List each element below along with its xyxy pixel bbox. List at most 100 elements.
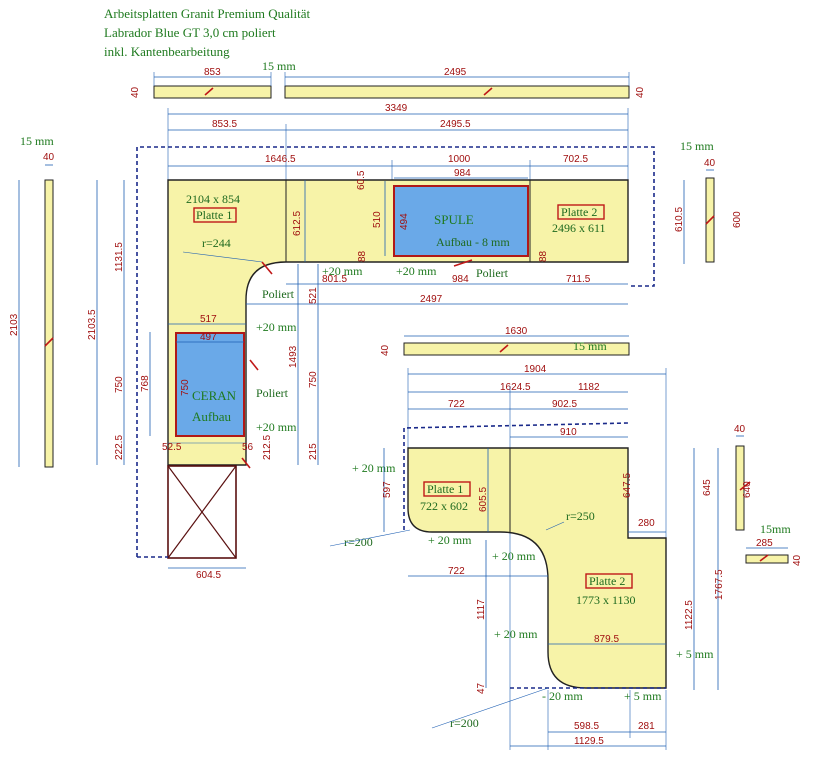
dim-40-left: 40	[43, 152, 55, 163]
dim-497: 497	[200, 332, 217, 343]
dim-604-5: 604.5	[196, 570, 221, 581]
dim-88-left: 88	[357, 250, 368, 262]
dim-215: 215	[308, 443, 319, 460]
plate-b2-size: 1773 x 1130	[576, 593, 636, 607]
label-r200-b: r=200	[450, 716, 479, 730]
dim-517: 517	[200, 314, 217, 325]
dim-1767-5: 1767.5	[714, 569, 725, 600]
ceran-cutout	[175, 332, 245, 437]
dim-612-5: 612.5	[292, 211, 303, 236]
dim-2103: 2103	[9, 313, 20, 336]
header-line-3: inkl. Kantenbearbeitung	[104, 44, 230, 59]
dim-722-top: 722	[448, 399, 465, 410]
edge-strip-right-1: 40 600	[704, 158, 743, 263]
dim-222-5: 222.5	[114, 435, 125, 460]
edge-strip-top-left: 853 40	[130, 67, 272, 99]
dim-879-5: 879.5	[594, 634, 619, 645]
plate-a2-tag	[557, 204, 605, 220]
dim-60-5: 60.5	[356, 170, 367, 190]
label-15mm-mid: 15 mm	[573, 339, 607, 353]
dim-40-right-1: 40	[704, 158, 716, 169]
plate-b1-tag	[423, 481, 471, 497]
label-plus5-b: + 5 mm	[624, 689, 662, 703]
label-plus20-a: +20 mm	[322, 264, 363, 278]
plate-b2-name: Platte 2	[589, 574, 625, 588]
dim-702-5: 702.5	[563, 154, 588, 165]
label-plus20-c: +20 mm	[256, 320, 297, 334]
dim-1131-5: 1131.5	[114, 242, 125, 272]
dim-1129-5: 1129.5	[574, 736, 604, 747]
dim-2103-5: 2103.5	[87, 309, 98, 340]
dim-640: 640	[742, 481, 753, 498]
dim-280: 280	[638, 518, 655, 529]
label-15mm-left: 15 mm	[20, 134, 54, 148]
dim-902-5: 902.5	[552, 399, 577, 410]
label-plus20-d: +20 mm	[256, 420, 297, 434]
dim-750-left: 750	[114, 376, 125, 393]
dim-1630: 1630	[505, 326, 528, 337]
dim-281: 281	[638, 721, 655, 732]
header-line-1: Arbeitsplatten Granit Premium Qualität	[104, 6, 311, 21]
label-plus5-a: + 5 mm	[676, 647, 714, 661]
dim-984-bottom: 984	[452, 274, 469, 285]
label-poliert-3: Poliert	[256, 386, 289, 400]
dim-40-top-right: 40	[635, 86, 646, 98]
dim-1000: 1000	[448, 154, 471, 165]
plate-l-shape-2	[407, 447, 667, 689]
label-r244: r=244	[202, 236, 231, 250]
label-r250: r=250	[566, 509, 595, 523]
dim-853: 853	[204, 67, 221, 78]
dim-750-ceran: 750	[180, 379, 191, 396]
plate-a2-name: Platte 2	[561, 205, 597, 219]
dim-510: 510	[372, 211, 383, 228]
label-15mm-top: 15 mm	[262, 59, 296, 73]
plate-b1-name: Platte 1	[427, 482, 463, 496]
plate-a1-size: 2104 x 854	[186, 192, 240, 206]
dim-597: 597	[382, 481, 393, 498]
dim-1493: 1493	[288, 345, 299, 368]
dim-910: 910	[560, 427, 577, 438]
header-line-2: Labrador Blue GT 3,0 cm poliert	[104, 25, 276, 40]
dim-56: 56	[242, 442, 254, 453]
edge-strip-mid: 1630 40	[380, 326, 630, 356]
label-15mm-small: 15mm	[760, 522, 791, 536]
label-ceran-aufbau: Aufbau	[192, 409, 231, 424]
dim-984-top: 984	[454, 168, 471, 179]
dim-212-5: 212.5	[262, 435, 273, 460]
dim-2495-5: 2495.5	[440, 119, 471, 130]
label-ceran: CERAN	[192, 388, 237, 403]
dim-3349: 3349	[385, 103, 408, 114]
dims-upper: 3349 853.5 2495.5 1646.5 1000 702.5	[167, 103, 629, 186]
label-15mm-right: 15 mm	[680, 139, 714, 153]
dim-598-5: 598.5	[574, 721, 599, 732]
label-plus20-b: +20 mm	[396, 264, 437, 278]
dim-1122-5: 1122.5	[684, 600, 695, 630]
dim-40-top-left: 40	[130, 86, 141, 98]
dim-285: 285	[756, 538, 773, 549]
dim-494: 494	[399, 213, 410, 230]
dim-88-right: 88	[538, 250, 549, 262]
dim-853-5: 853.5	[212, 119, 237, 130]
plate-b2-tag	[585, 573, 633, 589]
dim-610-5: 610.5	[674, 207, 685, 232]
dim-521: 521	[308, 287, 319, 304]
dim-600: 600	[732, 211, 743, 228]
dim-711-5: 711.5	[566, 274, 591, 285]
dim-1646-5: 1646.5	[265, 154, 296, 165]
dim-40-mid: 40	[380, 344, 391, 356]
dim-40-small: 40	[792, 554, 803, 566]
room-outline-1	[136, 146, 655, 557]
plate-a2-size: 2496 x 611	[552, 221, 606, 235]
label-spule: SPULE	[434, 212, 474, 227]
dim-722-bottom: 722	[448, 566, 465, 577]
appliance-box	[167, 465, 237, 559]
dim-1904: 1904	[524, 364, 547, 375]
label-plus20-f: + 20 mm	[428, 533, 472, 547]
plate-a1-name: Platte 1	[196, 208, 232, 222]
dim-40-right-2: 40	[734, 424, 746, 435]
dim-47: 47	[476, 682, 487, 694]
edge-strip-small: 285 40	[745, 538, 803, 566]
edge-strip-right-2: 40 640	[734, 424, 753, 531]
sink-cutout	[393, 185, 529, 257]
